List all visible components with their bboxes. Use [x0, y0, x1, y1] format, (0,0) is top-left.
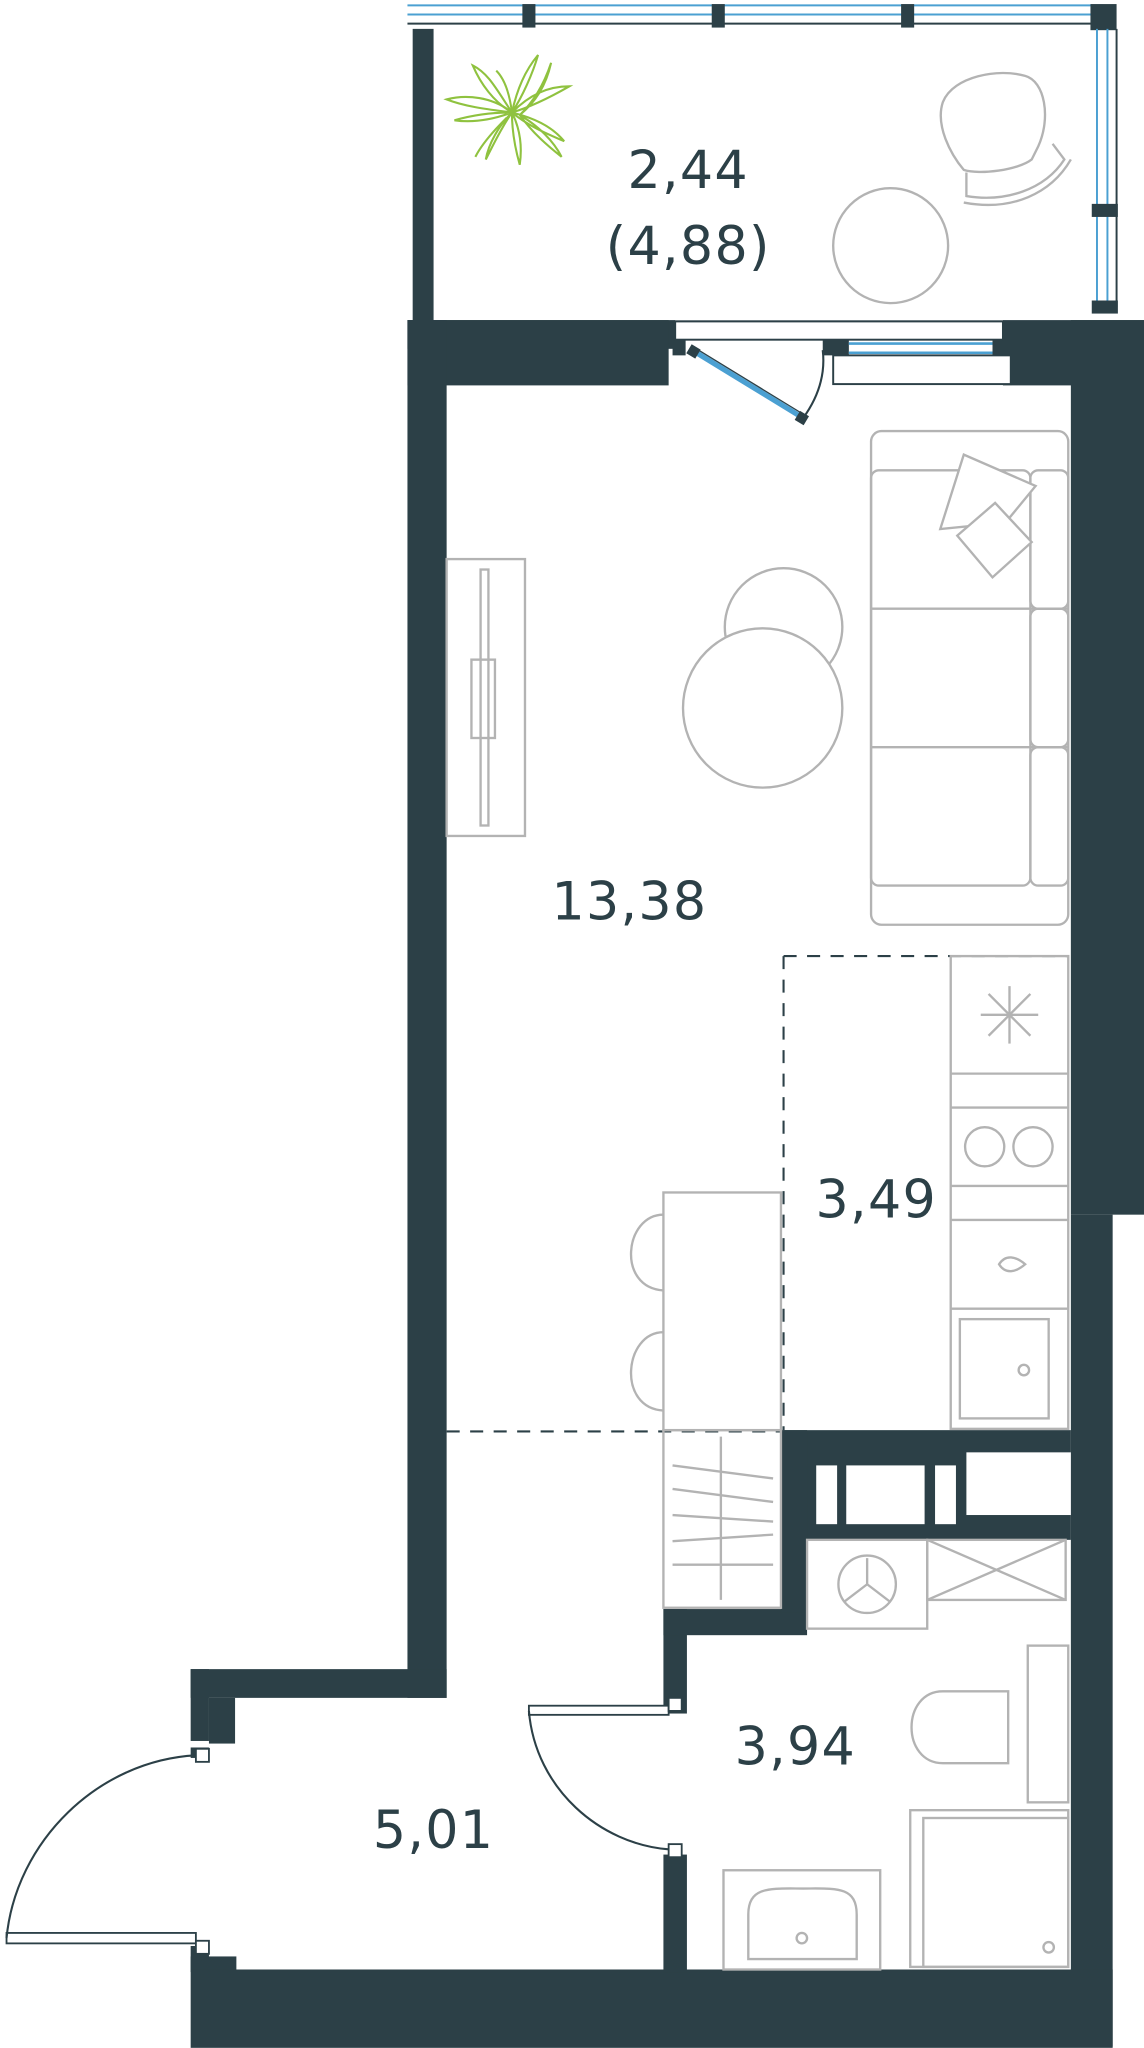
balcony-table-icon: [832, 187, 950, 305]
armchair-icon: [939, 71, 1072, 207]
oven-icon: [958, 1317, 1050, 1420]
balcony-left-wall: [412, 28, 434, 323]
balcony-right-glazing: [1091, 28, 1118, 314]
plant-icon: [443, 54, 574, 165]
chair-icon: [629, 1213, 664, 1412]
wardrobe-icon: [662, 1428, 783, 1609]
kitchen-area-label: 3,49: [816, 1170, 938, 1230]
balcony-area-label: 2,44: [627, 141, 749, 201]
balcony-door: [674, 320, 1004, 426]
sofa-icon: [869, 429, 1070, 926]
walls: [190, 320, 1144, 2048]
coffee-tables-icon: [681, 567, 844, 789]
sink-icon: [997, 1256, 1027, 1273]
shower-icon: [909, 1808, 1070, 1969]
entrance-door: [5, 1747, 210, 1955]
dining-table-icon: [662, 1191, 783, 1432]
tv-stand-icon: [445, 557, 527, 838]
balcony-area-full-label: (4,88): [606, 217, 771, 277]
zone-dividers: [446, 955, 1069, 1433]
living-area-label: 13,38: [551, 873, 707, 933]
toilet-icon: [910, 1644, 1070, 1804]
bathroom-door: [527, 1696, 683, 1859]
washer-icon: [805, 1538, 929, 1630]
kitchen-units: [949, 954, 1070, 1431]
window-top: [832, 342, 1012, 386]
balcony-top-glazing: [407, 4, 1117, 31]
balcony: [407, 4, 1118, 323]
washbasin-icon: [722, 1869, 882, 1971]
cooktop-icon: [963, 1125, 1054, 1168]
hallway-area-label: 5,01: [373, 1801, 495, 1861]
cushions-icon: [938, 453, 1038, 580]
bathroom-area-label: 3,94: [735, 1717, 856, 1777]
fridge-icon: [980, 986, 1039, 1044]
dryer-icon: [926, 1538, 1067, 1602]
area-labels: 2,44 (4,88) 13,38 3,49 3,94 5,01: [373, 141, 938, 1861]
shafts: [816, 1452, 1071, 1525]
